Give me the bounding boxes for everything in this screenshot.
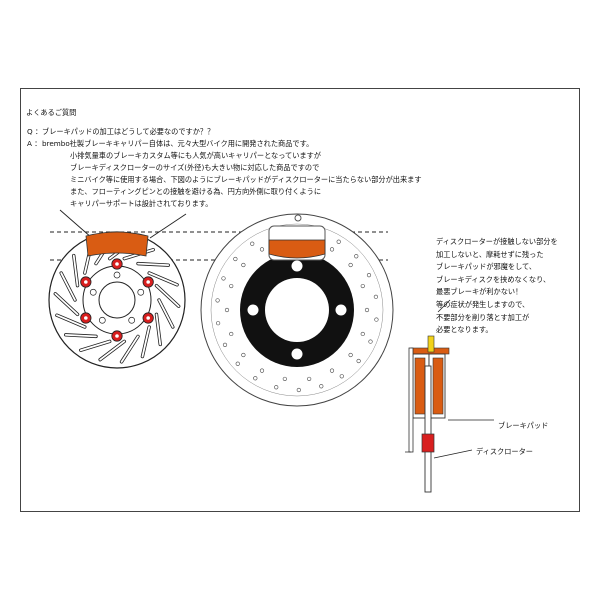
- answer-mark-label: A ：: [27, 139, 42, 148]
- floating-button-center: [115, 262, 119, 266]
- rotor-dot: [241, 262, 246, 268]
- note-line-3: ブレーキパッドが邪魔をして、: [436, 262, 537, 272]
- hub-hole: [98, 316, 106, 324]
- note-line-7: 不要部分を削り落とす加工が: [436, 312, 530, 322]
- rotor-slot-inner: [155, 313, 162, 346]
- rotor-dot: [253, 376, 258, 381]
- hub-hole: [89, 288, 97, 296]
- pad-right: [432, 357, 444, 415]
- rotor-dot: [229, 283, 234, 289]
- rotor-dot: [222, 342, 228, 347]
- cross-section: [405, 299, 494, 493]
- rotor-dot: [259, 368, 265, 373]
- note-line-1: ディスクローターが接触しない部分を: [436, 237, 558, 246]
- answer-line-3: ブレーキディスクローターのサイズ(外径)も大きい物に対応した商品ですので: [70, 163, 320, 172]
- answer-line-4: ミニバイク等に使用する場合、下図のようにブレーキパッドがディスクローターに当たら…: [70, 175, 422, 184]
- rotor-slot-inner: [79, 340, 111, 352]
- note-line-2: 加工しないと、摩耗せずに残った: [436, 249, 544, 259]
- faq-heading: よくあるご質問: [26, 108, 77, 117]
- rotor-dot: [354, 254, 359, 259]
- rotor-dot: [215, 298, 220, 303]
- note-line-5: 最悪ブレーキが利かない！: [436, 287, 523, 297]
- small-brake-pad: [85, 231, 149, 257]
- rotor-dot: [274, 385, 279, 390]
- answer-line-1: brembo社製ブレーキキャリパー自体は、元々大型バイク用に開発された商品です。: [42, 139, 314, 148]
- pointer-line-right: [149, 213, 187, 239]
- floating-pin-top: [294, 214, 302, 222]
- rotor-slot-inner: [141, 326, 151, 358]
- rotor-slot-inner: [64, 333, 97, 338]
- floating-pin: [427, 335, 435, 353]
- rotor-dot: [374, 317, 379, 322]
- answer-line-5: また、フローティングピンとの接触を避ける為、円方向外側に取り付くように: [70, 187, 322, 196]
- rotor-slot-inner: [72, 254, 79, 287]
- question-text: ブレーキパッドの加工はどうして必要なのですか？？: [42, 127, 215, 136]
- floating-button-center: [146, 280, 150, 284]
- rotor-dot: [250, 241, 255, 246]
- rotor-slot-inner: [148, 272, 179, 286]
- brake-pad-label: ブレーキパッド: [498, 421, 549, 430]
- rotor-dot: [215, 321, 221, 326]
- rotor-mark: [421, 433, 435, 453]
- rotor-dot: [233, 256, 238, 262]
- diagram-note: ディスクローターが接触しない部分を 加工しないと、摩耗せずに残った ブレーキパッ…: [436, 236, 558, 337]
- rotor-slot-inner: [137, 262, 170, 267]
- rotor-slot-inner: [54, 292, 79, 316]
- hub-hole: [113, 271, 121, 279]
- rotor-slot-inner: [120, 335, 139, 363]
- rotor-dot: [356, 358, 361, 364]
- floating-button-center: [146, 316, 150, 320]
- rotor-dot: [329, 368, 335, 373]
- rotor-dot: [307, 376, 312, 382]
- rotor-dot: [373, 294, 379, 299]
- rotor-slot-inner: [60, 272, 76, 301]
- answer-line-2: 小排気量車のブレーキカスタム等にも人気が高いキャリパーとなっていますが: [70, 151, 321, 160]
- floating-button-center: [84, 316, 88, 320]
- rotor-dot: [224, 307, 230, 313]
- floating-button-center: [115, 334, 119, 338]
- rotor-dot: [336, 239, 341, 244]
- rotor-shaft: [424, 365, 432, 493]
- rotor-dot: [348, 352, 353, 358]
- hub-hole: [128, 316, 136, 324]
- rotor-dot: [339, 374, 344, 379]
- rotor-slot-inner: [55, 314, 86, 328]
- rotor-dot: [235, 361, 240, 366]
- rotor-dot: [296, 387, 301, 393]
- rotor-dot: [241, 352, 246, 358]
- rotor-slot-inner: [155, 284, 180, 308]
- large-disc-rotor: [200, 213, 394, 407]
- rotor-dot: [229, 331, 234, 337]
- note-line-6: 等の症状が発生しますので、: [436, 299, 530, 309]
- pointer-line-left: [59, 209, 93, 239]
- rotor-slot-inner: [99, 340, 126, 361]
- rotor-dot: [364, 307, 370, 313]
- question-mark-label: Q ：: [27, 127, 43, 136]
- floating-button-center: [84, 280, 88, 284]
- note-line-4: ブレーキディスクを挟めなくなり、: [436, 274, 551, 284]
- pad-left: [414, 357, 426, 415]
- rotor-dot: [259, 247, 265, 252]
- note-line-8: 必要となります。: [436, 325, 493, 335]
- rotor-dot: [329, 247, 335, 252]
- rotor-slot-inner: [158, 299, 174, 328]
- rotor-dot: [319, 384, 324, 389]
- rotor-dot: [221, 276, 226, 281]
- small-disc-rotor: [48, 231, 186, 369]
- rotor-dot: [360, 331, 365, 337]
- answer-line-6: キャリパーサポートは設計されております。: [70, 199, 213, 208]
- rotor-dot: [348, 262, 353, 268]
- rotor-dot: [368, 339, 373, 344]
- disc-rotor-label: ディスクローター: [476, 447, 533, 456]
- rotor-dot: [366, 273, 372, 278]
- large-brake-pad: [268, 239, 326, 259]
- hub-hole: [137, 288, 145, 296]
- rotor-dot: [360, 283, 365, 289]
- rotor-dot: [282, 376, 287, 382]
